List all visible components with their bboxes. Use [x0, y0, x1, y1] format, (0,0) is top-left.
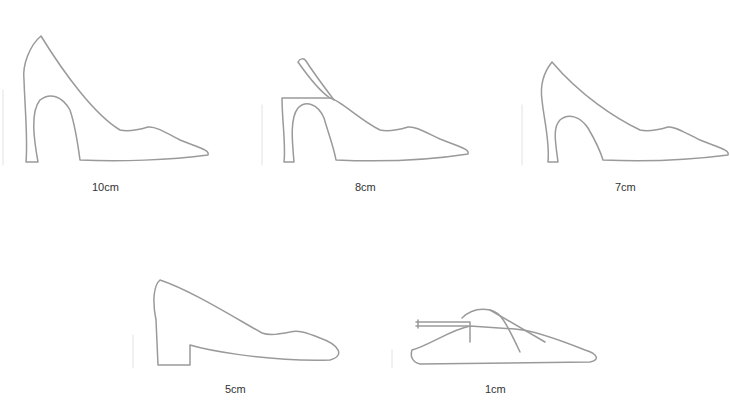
block-heel-5cm	[154, 280, 339, 365]
height-label: 8cm	[355, 181, 376, 194]
pump-10cm	[24, 36, 209, 162]
pump-7cm	[541, 62, 728, 162]
height-label: 10cm	[92, 181, 119, 194]
height-label: 1cm	[485, 383, 506, 396]
slingback-8cm	[282, 59, 468, 162]
height-label: 5cm	[225, 383, 246, 396]
height-label: 7cm	[615, 181, 636, 194]
flat-sandal-1cm	[411, 309, 596, 364]
